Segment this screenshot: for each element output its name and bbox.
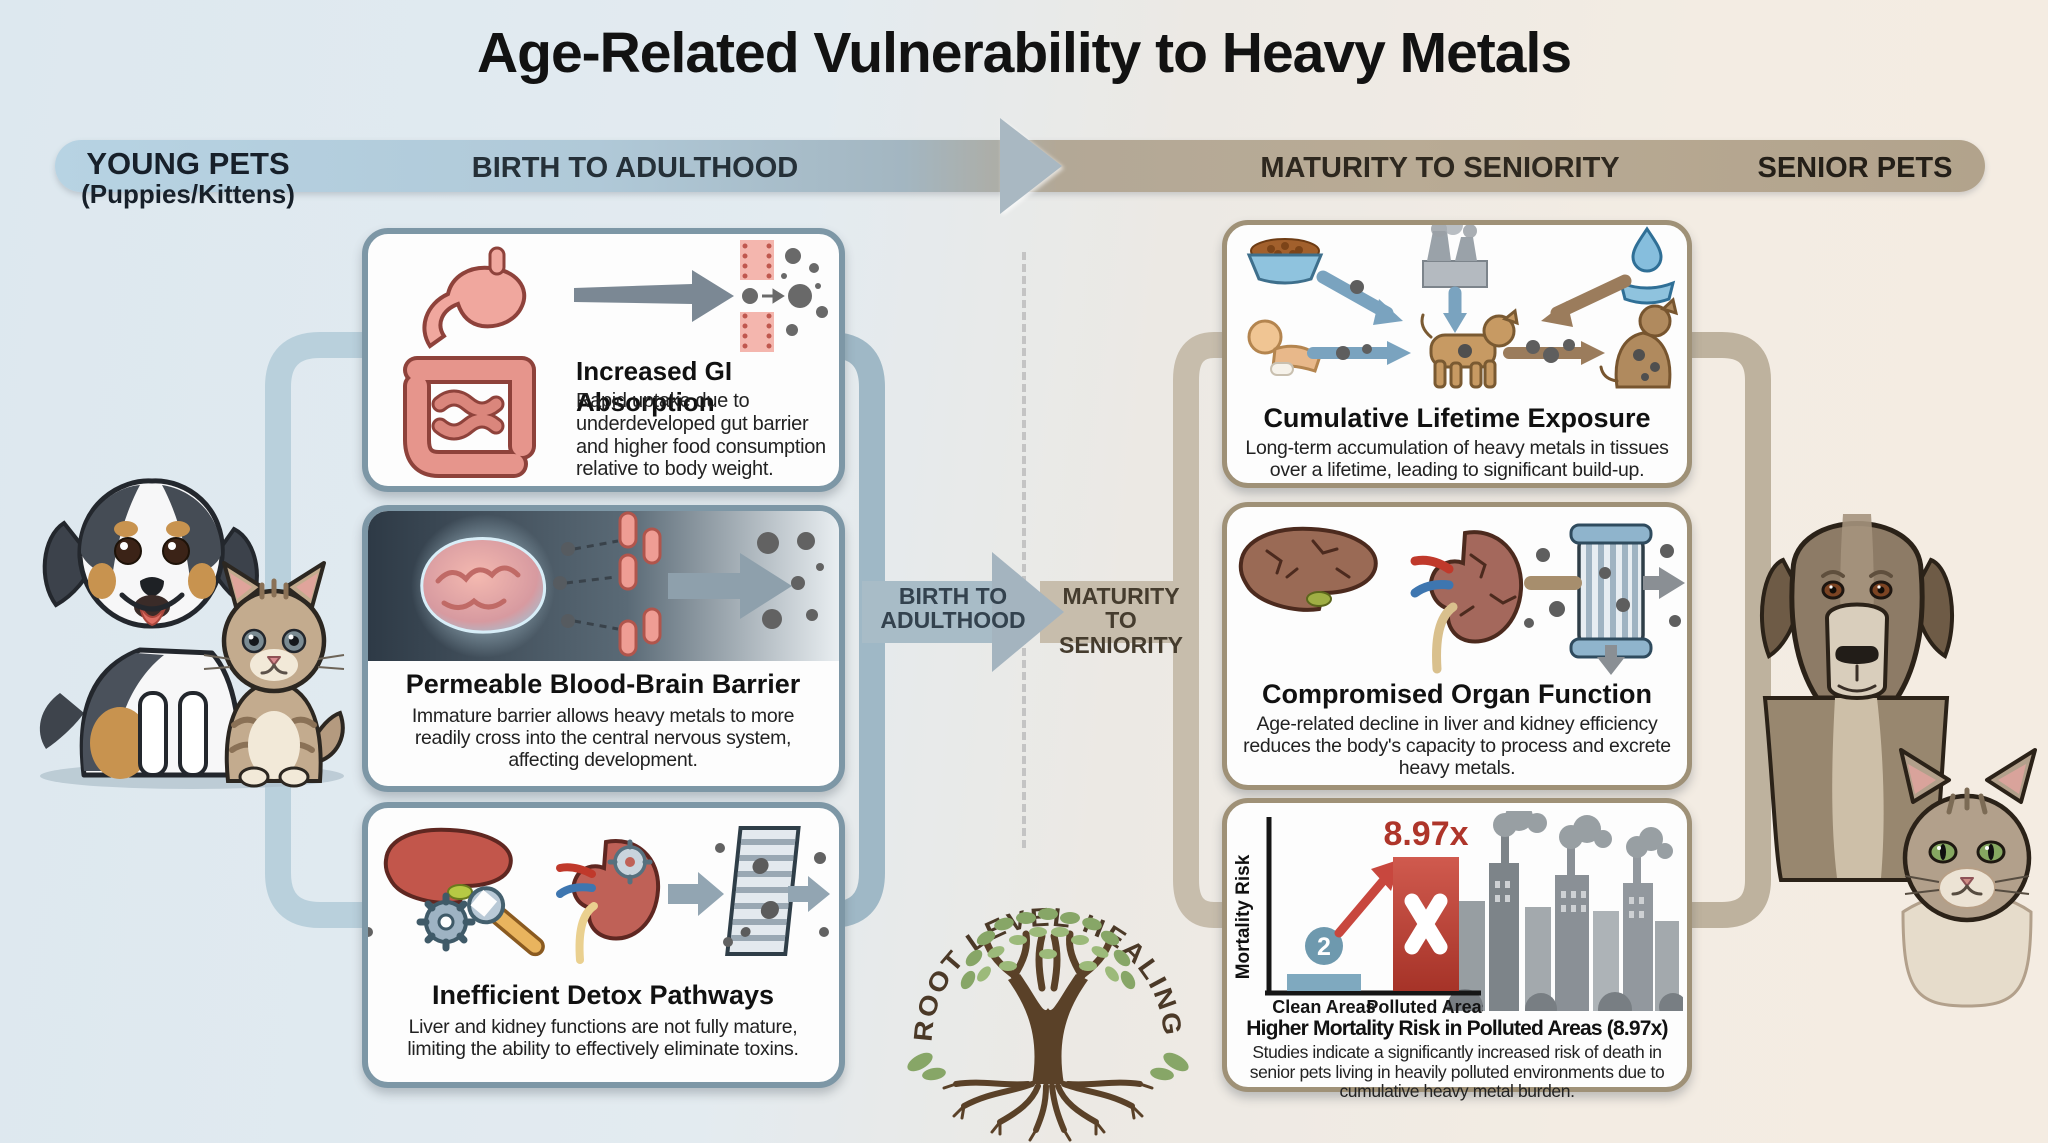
birth-to-adulthood-label: BIRTH TO ADULTHOOD xyxy=(471,152,799,184)
category-label-clean: Clean Areas xyxy=(1272,997,1375,1017)
lifetime-exposure-illustration xyxy=(1246,225,1679,389)
chart-y-axis-label: Mortality Risk xyxy=(1233,854,1254,979)
card-title: Inefficient Detox Pathways xyxy=(431,980,775,1010)
clean-areas-bar xyxy=(1287,974,1361,991)
detox-pathways-illustration xyxy=(368,826,830,964)
organ-function-illustration xyxy=(1238,523,1685,675)
card-title: Increased GI Absorption xyxy=(576,356,733,417)
stage-divider-dashed-line xyxy=(1022,252,1026,848)
card-cumulative-lifetime-exposure: Cumulative Lifetime Exposure Long-term a… xyxy=(1222,220,1692,488)
young-pets-title: YOUNG PETS xyxy=(86,146,290,181)
clean-areas-badge xyxy=(1305,927,1343,965)
card-body: Rapid uptake due to underdeveloped gut b… xyxy=(576,390,826,481)
card-inefficient-detox-pathways: Inefficient Detox Pathways Liver and kid… xyxy=(362,802,845,1088)
card-compromised-organ-function: Compromised Organ Function Age-related d… xyxy=(1222,502,1692,790)
timeline-arrowhead-icon xyxy=(1000,118,1062,214)
mortality-risk-chart: Mortality Risk 2 8.97x Clean Areas Pollu… xyxy=(1233,815,1483,1017)
card-higher-mortality-risk: Mortality Risk 2 8.97x Clean Areas Pollu… xyxy=(1222,798,1692,1101)
young-pets-label: YOUNG PETS (Puppies/Kittens) xyxy=(48,147,328,209)
blood-brain-barrier-illustration xyxy=(368,511,839,661)
card-body: Age-related decline in liver and kidney … xyxy=(1243,713,1671,780)
young-pets-illustration xyxy=(39,478,345,789)
page-title: Age-Related Vulnerability to Heavy Metal… xyxy=(476,21,1572,85)
root-level-healing-logo: ROOT LEVEL HEALING xyxy=(907,902,1189,1142)
card-permeable-blood-brain-barrier: Permeable Blood-Brain Barrier Immature b… xyxy=(362,505,845,792)
flow-arrowhead-icon xyxy=(992,552,1064,672)
card-increased-gi-absorption: Increased GI Absorption Rapid uptake due… xyxy=(362,228,845,492)
category-label-polluted: Polluted Areas xyxy=(1366,997,1483,1017)
card-body: Immature barrier allows heavy metals to … xyxy=(411,705,795,772)
senior-pets-label: SENIOR PETS xyxy=(1757,152,1953,184)
flow-label-maturity-to-seniority: MATURITY TO SENIORITY xyxy=(1059,583,1183,658)
gi-tract-illustration xyxy=(403,246,536,478)
card-title: Permeable Blood-Brain Barrier xyxy=(405,669,801,699)
gut-barrier-closeup-illustration xyxy=(574,240,828,352)
senior-pets-illustration xyxy=(1759,514,2037,1008)
maturity-to-seniority-label: MATURITY TO SENIORITY xyxy=(1260,152,1620,184)
card-title: Higher Mortality Risk in Polluted Areas … xyxy=(1246,1017,1668,1040)
card-body: Liver and kidney functions are not fully… xyxy=(407,1016,799,1061)
card-body: Studies indicate a significantly increas… xyxy=(1249,1042,1665,1102)
young-pets-subtitle: (Puppies/Kittens) xyxy=(81,179,295,210)
clean-areas-badge-value: 2 xyxy=(1317,933,1331,961)
card-body: Long-term accumulation of heavy metals i… xyxy=(1245,437,1669,482)
multiplier-label: 8.97x xyxy=(1383,815,1468,853)
flow-label-birth-to-adulthood: BIRTH TO ADULTHOOD xyxy=(880,583,1026,634)
card-title: Cumulative Lifetime Exposure xyxy=(1263,403,1651,433)
card-title: Compromised Organ Function xyxy=(1261,679,1652,709)
x-mark-icon xyxy=(1404,893,1448,955)
